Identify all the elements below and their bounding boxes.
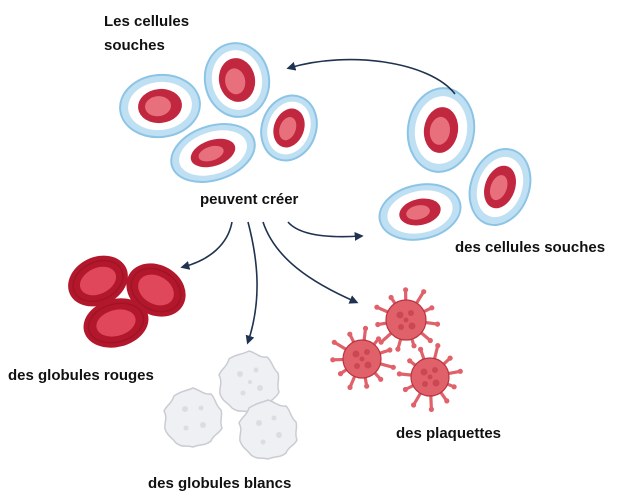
stem-cell-icon	[402, 84, 479, 176]
white-cells-label: des globules blancs	[148, 474, 291, 494]
white-blood-cells	[164, 351, 297, 459]
arrow-icon-to-red-cells	[183, 222, 232, 267]
arrow-icon-back-to-stem-cells	[289, 60, 455, 94]
red-blood-cells	[60, 246, 196, 355]
platelets-label: des plaquettes	[396, 424, 501, 444]
stem-cells-title-line2: souches	[104, 36, 165, 56]
platelets	[330, 287, 463, 412]
stem-cell-icon	[117, 71, 203, 141]
stem-cell-cluster	[117, 38, 326, 192]
stem-cell-icon	[459, 140, 540, 233]
stem-cells-title-line1: Les cellules	[104, 12, 189, 32]
stem-cell-icon	[199, 38, 275, 122]
arrow-icon-to-stem-cells	[288, 222, 361, 237]
more-stem-cells-label: des cellules souches	[455, 238, 605, 258]
platelet-icon	[374, 287, 440, 352]
platelet-icon	[397, 343, 463, 412]
white-blood-cell-icon	[164, 388, 222, 447]
arrow-icon-to-white-cells	[248, 222, 257, 342]
new-stem-cell-cluster	[374, 84, 540, 247]
can-create-label: peuvent créer	[200, 190, 298, 210]
platelet-icon	[330, 326, 396, 390]
red-cells-label: des globules rouges	[8, 366, 154, 386]
stem-cell-icon	[374, 177, 465, 247]
